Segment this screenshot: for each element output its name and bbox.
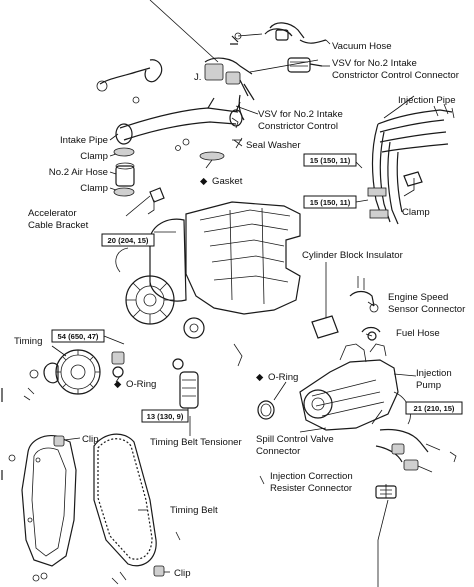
timing-belt-tensioner <box>179 371 199 416</box>
label-timing-belt-tensioner: Timing Belt Tensioner <box>150 437 243 448</box>
label-engine-speed-line2: Sensor Connector <box>388 304 466 315</box>
label-vsv-connector-line1: VSV for No.2 Intake <box>332 58 417 69</box>
label-spill-control-line1: Spill Control Valve <box>256 434 334 445</box>
leader-lines <box>51 0 417 587</box>
label-vsv-intake-line2: Constrictor Control <box>258 121 338 132</box>
label-o-ring-left: O-Ring <box>126 379 156 390</box>
label-clip-lower: Clip <box>174 568 191 579</box>
label-clip-upper: Clip <box>82 434 99 445</box>
right-mid-parts <box>311 276 381 341</box>
timing-cover <box>8 435 77 582</box>
label-gasket: Gasket <box>212 176 243 187</box>
torque-spec-3: 20 (204, 15) <box>108 236 149 245</box>
label-injection-correction-line1: Injection Correction <box>270 471 353 482</box>
label-vacuum-hose: Vacuum Hose <box>332 41 392 52</box>
torque-spec-5: 13 (130, 9) <box>147 412 184 421</box>
label-no2-air-hose: No.2 Air Hose <box>49 167 108 178</box>
connector-harness <box>375 428 457 499</box>
label-clamp-right: Clamp <box>402 207 430 218</box>
label-timing-belt: Timing Belt <box>170 505 218 516</box>
torque-box-4 <box>51 329 105 343</box>
callout-labels: Vacuum Hose VSV for No.2 Intake Constric… <box>14 41 466 579</box>
torque-box-1 <box>303 153 357 167</box>
timing-pulley-parts <box>23 349 184 401</box>
non-reusable-mark-oring-left: ◆ <box>114 379 122 390</box>
clip-parts <box>53 435 165 577</box>
label-vsv-connector-line2: Constrictor Control Connector <box>332 70 460 81</box>
label-injection-pump-line1: Injection <box>416 368 452 379</box>
label-engine-speed-line1: Engine Speed <box>388 292 448 303</box>
intake-pipe-assembly <box>113 97 243 215</box>
torque-spec-4: 54 (650, 47) <box>58 332 99 341</box>
label-injection-pipe: Injection Pipe <box>398 95 456 106</box>
label-accelerator-line1: Accelerator <box>28 208 77 219</box>
timing-belt <box>93 433 157 567</box>
vacuum-hose-assembly <box>96 22 327 129</box>
torque-box-5 <box>141 409 189 423</box>
label-cylinder-block-insulator: Cylinder Block Insulator <box>302 250 404 261</box>
non-reusable-mark-gasket: ◆ <box>200 176 208 187</box>
label-spill-control-line2: Connector <box>256 446 301 457</box>
label-timing: Timing <box>14 336 42 347</box>
torque-spec-2: 15 (150, 11) <box>310 198 351 207</box>
label-fuel-hose: Fuel Hose <box>396 328 440 339</box>
label-clamp-upper: Clamp <box>80 151 108 162</box>
injection-pump <box>257 343 411 431</box>
torque-box-3 <box>101 233 155 247</box>
lower-small-parts <box>111 475 265 585</box>
label-o-ring-right: O-Ring <box>268 372 298 383</box>
torque-spec-6: 21 (210, 15) <box>414 404 455 413</box>
torque-box-6 <box>405 401 463 415</box>
torque-box-2 <box>303 195 357 209</box>
torque-spec-boxes: 15 (150, 11) 15 (150, 11) 20 (204, 15) 5… <box>51 153 463 423</box>
injection-pipes <box>367 103 455 225</box>
label-seal-washer: Seal Washer <box>246 140 301 151</box>
label-intake-pipe: Intake Pipe <box>60 135 108 146</box>
label-vsv-intake-line1: VSV for No.2 Intake <box>258 109 343 120</box>
non-reusable-mark-oring-right: ◆ <box>256 372 264 383</box>
label-mark-j: J. <box>194 72 201 83</box>
label-clamp-lower: Clamp <box>80 183 108 194</box>
label-injection-pump-line2: Pump <box>416 380 441 391</box>
label-injection-correction-line2: Resister Connector <box>270 483 353 494</box>
engine-block <box>115 201 301 367</box>
label-accelerator-line2: Cable Bracket <box>28 220 89 231</box>
torque-spec-1: 15 (150, 11) <box>310 156 351 165</box>
